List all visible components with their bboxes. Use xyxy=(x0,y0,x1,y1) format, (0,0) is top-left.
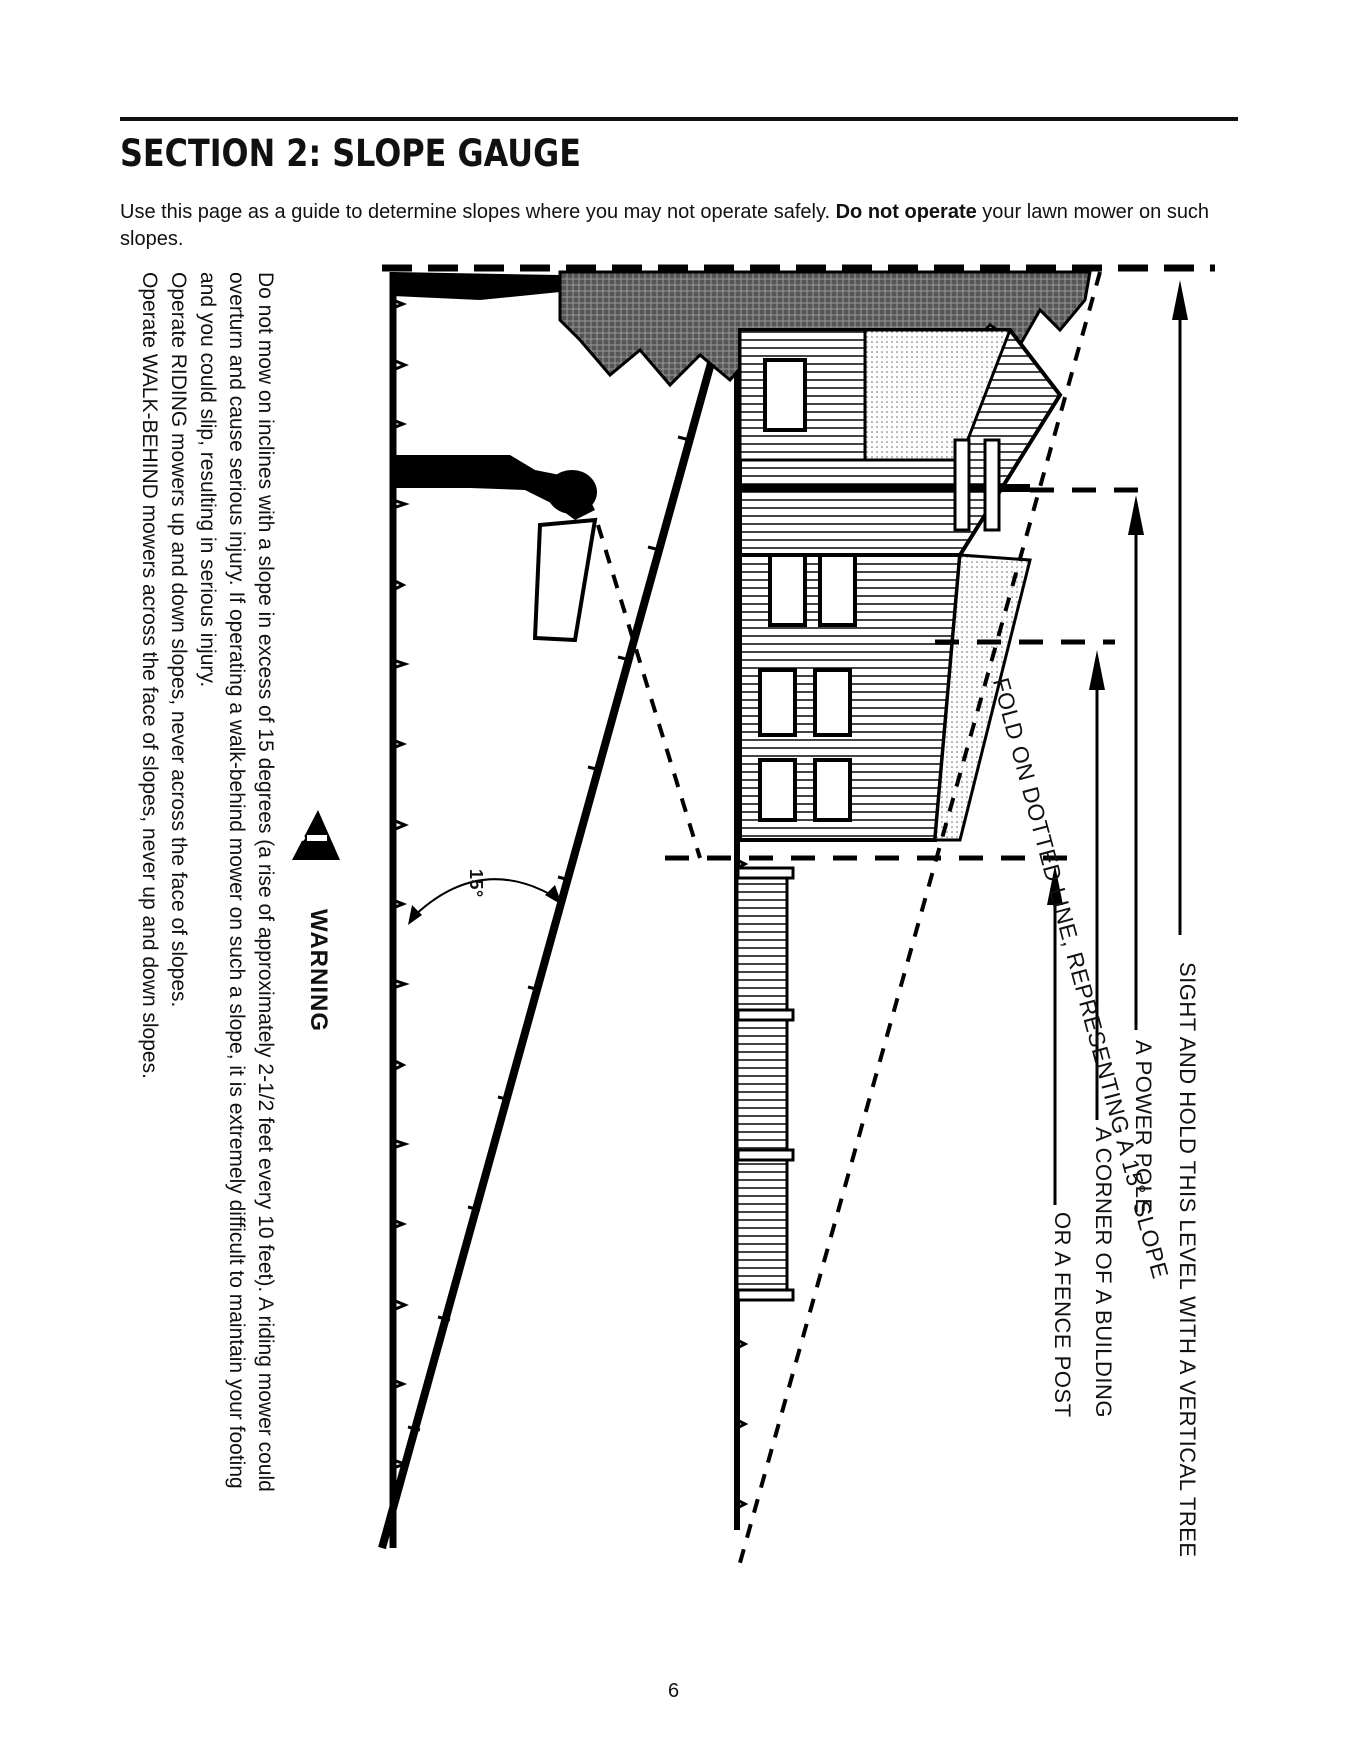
sight-label-building: A CORNER OF A BUILDING xyxy=(1091,1127,1116,1418)
power-pole xyxy=(737,438,1030,532)
angle-label: 15° xyxy=(466,869,486,898)
sight-label-pole: A POWER POLE xyxy=(1131,1040,1156,1214)
warning-line: Operate RIDING mowers up and down slopes… xyxy=(167,272,190,1008)
sight-label-tree: SIGHT AND HOLD THIS LEVEL WITH A VERTICA… xyxy=(1175,962,1200,1558)
sight-line xyxy=(596,524,702,859)
warning-line: Do not mow on inclines with a slope in e… xyxy=(254,272,277,1492)
warning-line: Operate WALK-BEHIND mowers across the fa… xyxy=(138,272,161,1079)
intro-text: Use this page as a guide to determine sl… xyxy=(120,201,1210,250)
warning-line: and you could slip, resulting in serious… xyxy=(196,272,219,688)
warning-icon xyxy=(292,810,340,860)
warning-title: WARNING xyxy=(305,909,332,1032)
page-number: 6 xyxy=(668,1680,680,1702)
person-figure xyxy=(393,455,598,643)
intro-bold: Do not operate xyxy=(835,201,977,223)
arrow-building xyxy=(1089,650,1105,1120)
tree-trunk xyxy=(393,272,560,300)
fold-dotted-line xyxy=(736,271,1102,1571)
slope-ground xyxy=(378,343,720,1550)
warning-body: Do not mow on inclines with a slope in e… xyxy=(135,272,280,1492)
arrow-fence xyxy=(1047,865,1063,1205)
fence xyxy=(735,866,795,1302)
section-title: SECTION 2: SLOPE GAUGE xyxy=(120,132,581,175)
arrow-pole xyxy=(1128,495,1144,1030)
sight-label-fence: OR A FENCE POST xyxy=(1050,1212,1075,1418)
arrow-tree xyxy=(1172,280,1188,935)
warning-line: overturn and cause serious injury. If op… xyxy=(225,272,248,1489)
header-rule xyxy=(120,117,1238,121)
house xyxy=(738,328,1063,842)
angle-arc xyxy=(409,878,561,921)
